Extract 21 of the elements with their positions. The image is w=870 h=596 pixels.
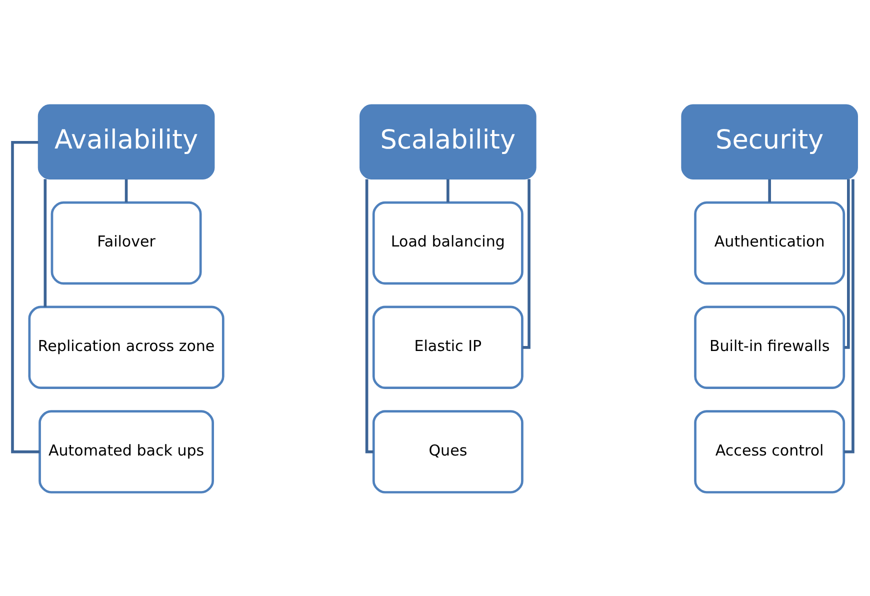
connector	[768, 178, 771, 202]
node-box: Load balancing	[372, 200, 524, 284]
connector	[124, 178, 128, 202]
connector	[44, 178, 47, 306]
node-box: Failover	[50, 200, 202, 284]
node-box: Replication across zone	[28, 305, 224, 389]
node-box: Automated back ups	[38, 410, 214, 493]
connector	[522, 178, 530, 348]
node-box: Elastic IP	[372, 305, 524, 389]
node-box: Built-in firewalls	[694, 305, 846, 389]
connector	[844, 178, 850, 348]
connector	[844, 178, 854, 453]
node-box: Scalability	[360, 104, 536, 180]
connector	[11, 140, 40, 453]
node-box: Availability	[38, 104, 215, 180]
node-box: Access control	[694, 410, 846, 493]
connector	[365, 178, 374, 453]
node-box: Ques	[372, 410, 524, 493]
node-box: Security	[681, 104, 858, 180]
node-box: Authentication	[694, 200, 846, 284]
connector	[446, 178, 450, 202]
